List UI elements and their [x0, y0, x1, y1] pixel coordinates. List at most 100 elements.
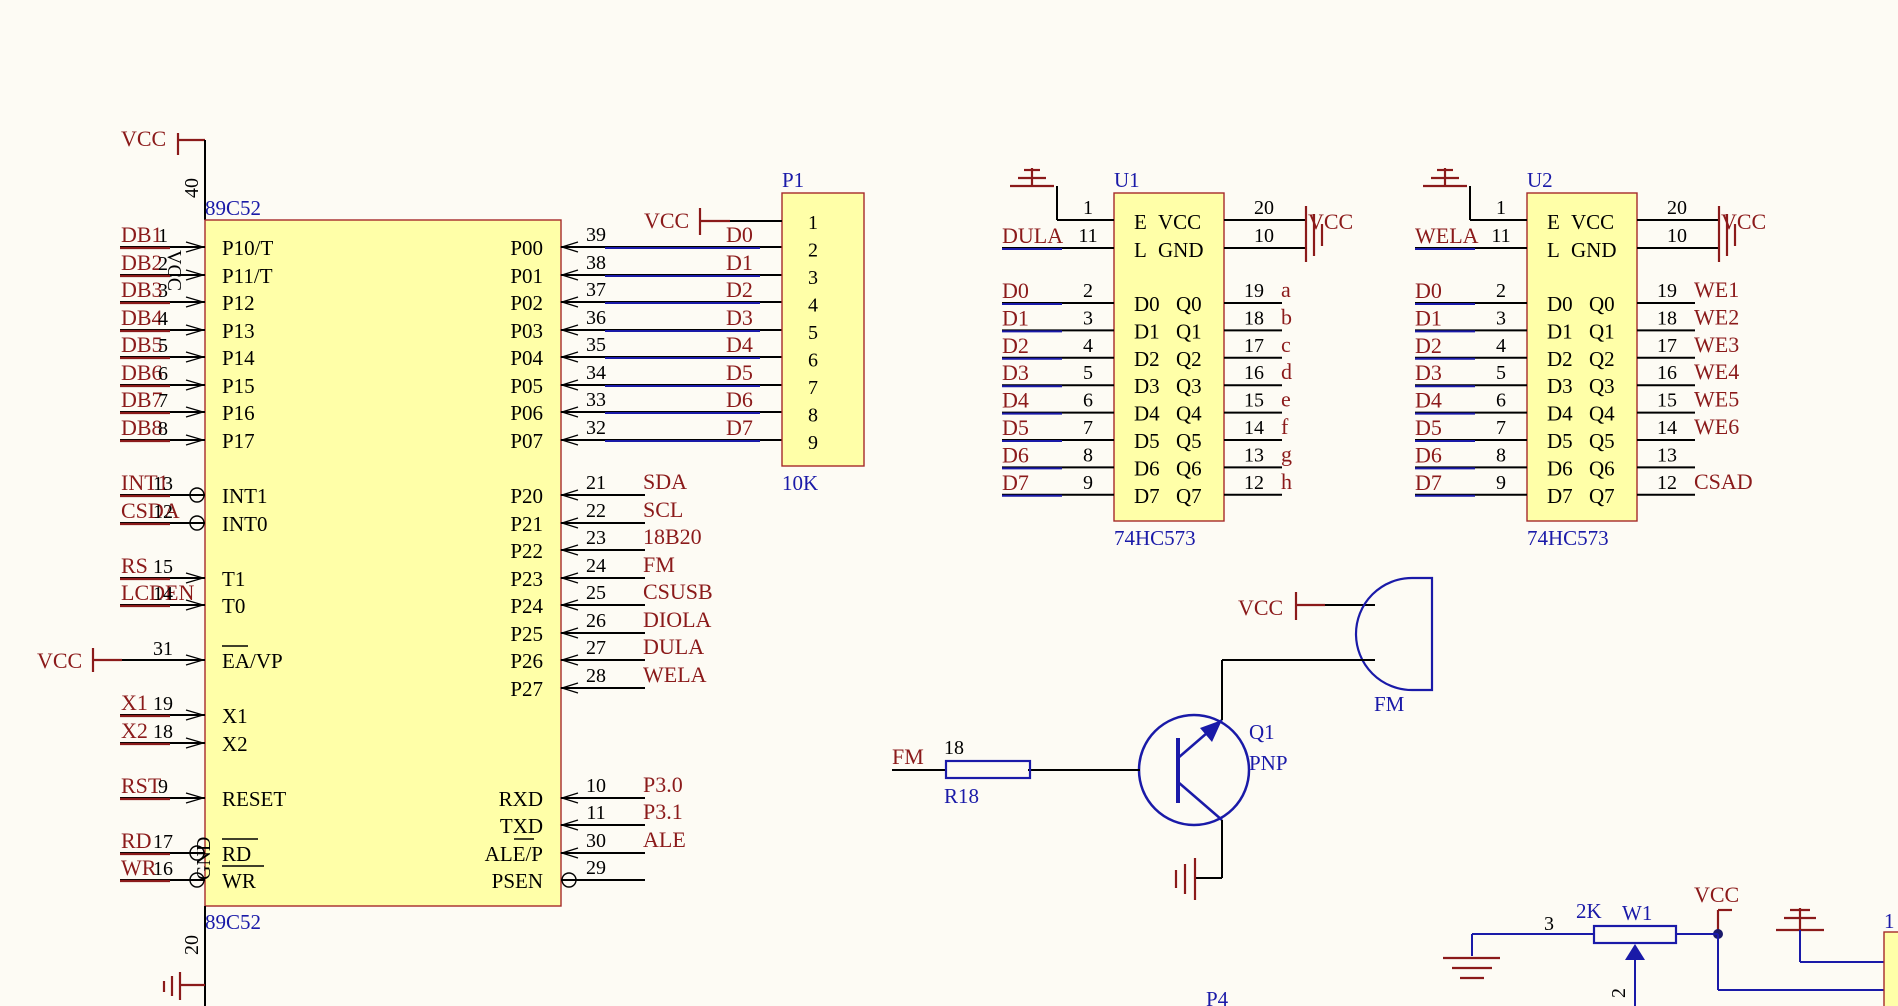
- mcu-left-net: RST: [121, 773, 162, 798]
- mcu-left-net: X2: [121, 718, 148, 743]
- d-net: D6: [1415, 442, 1442, 467]
- pin-num: 14: [1657, 417, 1677, 439]
- pin-num: 3: [1083, 307, 1093, 329]
- w1-gnd-symbol: [1443, 956, 1500, 980]
- q-net: WE2: [1694, 304, 1739, 329]
- pin-num: 16: [1244, 362, 1264, 384]
- d-net: D4: [1415, 388, 1442, 413]
- buzzer-symbol: [1354, 576, 1434, 692]
- mcu-right-pin-name: PSEN: [492, 869, 543, 893]
- mcu-left-pin-name: P17: [222, 429, 255, 453]
- p1-value: 10K: [782, 471, 818, 495]
- mcu-right-net: P3.0: [643, 772, 683, 797]
- mcu-right-pin-name: P03: [510, 319, 543, 343]
- pin-num: 16: [1657, 362, 1677, 384]
- pin-name: D5: [1134, 429, 1160, 453]
- d-net: D0: [1415, 278, 1442, 303]
- mcu-right-pin-name: P20: [510, 484, 543, 508]
- pin-num: 11: [1078, 225, 1097, 247]
- pin-arrow: [185, 269, 206, 281]
- mcu-right-pin-name: P22: [510, 539, 543, 563]
- pin-num: 14: [1244, 417, 1264, 439]
- mcu-right-pin-num: 21: [586, 472, 606, 494]
- u1-value: 74HC573: [1114, 526, 1196, 550]
- pin-num: 19: [1244, 280, 1264, 302]
- edge-pin-num: 1: [1884, 909, 1895, 933]
- pin-num: 7: [1496, 417, 1506, 439]
- pin-name: D7: [1547, 484, 1573, 508]
- pin-name: GND: [1571, 238, 1617, 262]
- pin-arrow: [185, 572, 206, 584]
- mcu-right-pin-num: 28: [586, 665, 606, 687]
- q-net: WE6: [1694, 414, 1739, 439]
- mcu-left-net: DB5: [121, 332, 163, 357]
- q-net: f: [1281, 414, 1289, 439]
- mcu-right-pin-num: 10: [586, 775, 606, 797]
- mcu-right-pin-num: 36: [586, 307, 606, 329]
- pin-num: 8: [1083, 444, 1093, 466]
- p1-ref: P1: [782, 168, 804, 192]
- mcu-left-pin-name: P12: [222, 291, 255, 315]
- mcu-right-pin-num: 29: [586, 857, 606, 879]
- mcu-left-pin-name: P10/T: [222, 236, 274, 260]
- mcu-left-pin-num: 6: [158, 363, 168, 385]
- pin-name: Q6: [1589, 456, 1615, 480]
- pin-num: 4: [1496, 335, 1506, 357]
- pin-name: Q3: [1589, 374, 1615, 398]
- mcu-right-pin-name: RXD: [499, 787, 543, 811]
- u1-body: [1113, 192, 1225, 522]
- buzzer-vcc-label: VCC: [1238, 595, 1283, 620]
- pin-num: 2: [1496, 280, 1506, 302]
- mcu-right-net: D6: [726, 387, 753, 412]
- mcu-left-pin-num: 17: [153, 831, 173, 853]
- pin-num: 20: [1667, 197, 1687, 219]
- mcu-right-pin-num: 27: [586, 637, 606, 659]
- q-net: d: [1281, 359, 1292, 384]
- pin-num: 19: [1657, 280, 1677, 302]
- pin-name: D1: [1134, 319, 1160, 343]
- pin-arrow: [185, 324, 206, 336]
- mcu-right-net: D5: [726, 360, 753, 385]
- mcu-left-pin-name: P14: [222, 346, 255, 370]
- p1-vcc-label: VCC: [644, 208, 689, 233]
- d-net: D7: [1002, 470, 1029, 495]
- mcu-right-pin-name: P24: [510, 594, 543, 618]
- mcu-right-pin-name: P25: [510, 622, 543, 646]
- mcu-left-pin-num: 16: [153, 858, 173, 880]
- mcu-left-pin-num: 19: [153, 693, 173, 715]
- pin-name: D3: [1134, 374, 1160, 398]
- potentiometer-w1[interactable]: 2K W1 VCC 3 2 1 P4: [1206, 882, 1898, 1006]
- mcu-gnd-symbol: [162, 972, 205, 1000]
- mcu-right-pin-name: P04: [510, 346, 543, 370]
- mcu-right-net: CSUSB: [643, 579, 713, 604]
- pin-name: Q6: [1176, 456, 1202, 480]
- pin-name: VCC: [1158, 210, 1201, 234]
- mcu-left-net: RD: [121, 828, 152, 853]
- buzzer-fm[interactable]: VCC FM: [1222, 576, 1434, 716]
- transistor-q1[interactable]: Q1 PNP: [1028, 660, 1288, 900]
- mcu-left-net: RS: [121, 553, 148, 578]
- pin-name: Q2: [1176, 347, 1202, 371]
- d-net: D4: [1002, 388, 1029, 413]
- pin-num: 17: [1244, 335, 1264, 357]
- pin-num: 10: [1667, 225, 1687, 247]
- mcu-vcc-name: VCC: [163, 250, 185, 291]
- mcu-right-net: SCL: [643, 497, 683, 522]
- mcu-left-pin-num: 4: [158, 308, 168, 330]
- d-net: D5: [1415, 415, 1442, 440]
- q-net: WE3: [1694, 332, 1739, 357]
- mcu-right-pin-num: 11: [586, 802, 605, 824]
- pin-num: 6: [1496, 390, 1506, 412]
- mcu-right-net: FM: [643, 552, 675, 577]
- mcu-right-pin-name: P21: [510, 512, 543, 536]
- resistor-r18[interactable]: FM 18 R18: [892, 737, 1032, 808]
- w1-value: 2K: [1576, 899, 1602, 923]
- q1-type: PNP: [1249, 751, 1288, 775]
- d-net: D5: [1002, 415, 1029, 440]
- pin-name: Q5: [1589, 429, 1615, 453]
- pin-arrow: [185, 434, 206, 446]
